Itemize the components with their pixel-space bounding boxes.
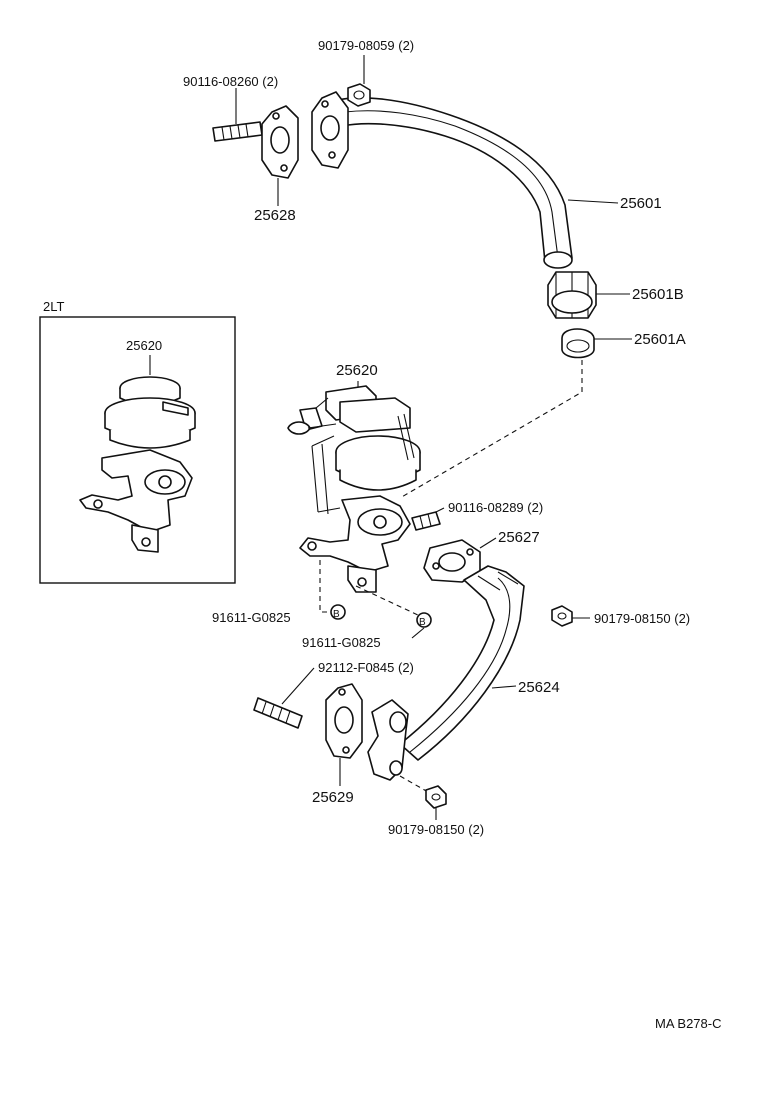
inset-part-label: 25620 <box>126 338 162 353</box>
inset-title: 2LT <box>43 299 64 314</box>
egr-pipe-25601-drawing <box>311 91 573 269</box>
diagram-code: MA B278-C <box>655 1016 721 1031</box>
inset-2lt: 2LT 25620 <box>39 299 236 584</box>
callout-marker-b-2: B <box>416 612 432 628</box>
part-label-25601A: 25601A <box>634 331 686 348</box>
stud-92112-F0845-drawing <box>253 697 303 729</box>
egr-valve-25620-drawing <box>287 385 421 593</box>
sleeve-25601A-drawing <box>561 328 595 359</box>
union-nut-25601B-drawing <box>547 271 597 319</box>
part-label-25629: 25629 <box>312 789 354 806</box>
stud-90116-08260-drawing <box>212 121 263 142</box>
gasket-25627-drawing <box>423 539 481 583</box>
part-label-25628: 25628 <box>254 207 296 224</box>
part-label-90179-08150-a: 90179-08150 (2) <box>594 611 690 626</box>
part-label-91611-G0825-a: 91611-G0825 <box>212 610 291 625</box>
nut-90179-08150-b-drawing <box>425 785 447 809</box>
inset-frame <box>39 316 236 584</box>
gasket-25628-drawing <box>261 105 299 179</box>
nut-90179-08059-drawing <box>347 83 371 107</box>
connection-dashed-line-bolt-b <box>355 585 421 617</box>
callout-marker-b-1: B <box>330 604 346 620</box>
stud-90116-08289-drawing <box>411 511 441 531</box>
part-label-90179-08059: 90179-08059 (2) <box>318 38 414 53</box>
part-label-91611-G0825-b: 91611-G0825 <box>302 635 381 650</box>
part-label-92112-F0845: 92112-F0845 (2) <box>318 660 414 675</box>
svg-text:B: B <box>333 609 340 620</box>
connection-dashed-line-nut <box>399 775 429 793</box>
egr-pipe-25624-drawing <box>367 565 525 781</box>
part-label-25627: 25627 <box>498 529 540 546</box>
part-label-25624: 25624 <box>518 679 560 696</box>
part-label-25601B: 25601B <box>632 286 684 303</box>
inset-egr-valve-drawing <box>79 376 196 553</box>
connection-dashed-line-bolt-a <box>319 560 330 613</box>
svg-text:B: B <box>419 617 426 628</box>
gasket-25629-drawing <box>325 683 363 759</box>
part-label-25601: 25601 <box>620 195 662 212</box>
connection-dashed-line-pipe <box>399 360 583 499</box>
part-label-90116-08289: 90116-08289 (2) <box>448 500 543 515</box>
part-label-90116-08260: 90116-08260 (2) <box>183 74 278 89</box>
part-label-25620: 25620 <box>336 362 378 379</box>
part-label-90179-08150-b: 90179-08150 (2) <box>388 822 484 837</box>
nut-90179-08150-a-drawing <box>551 605 573 627</box>
